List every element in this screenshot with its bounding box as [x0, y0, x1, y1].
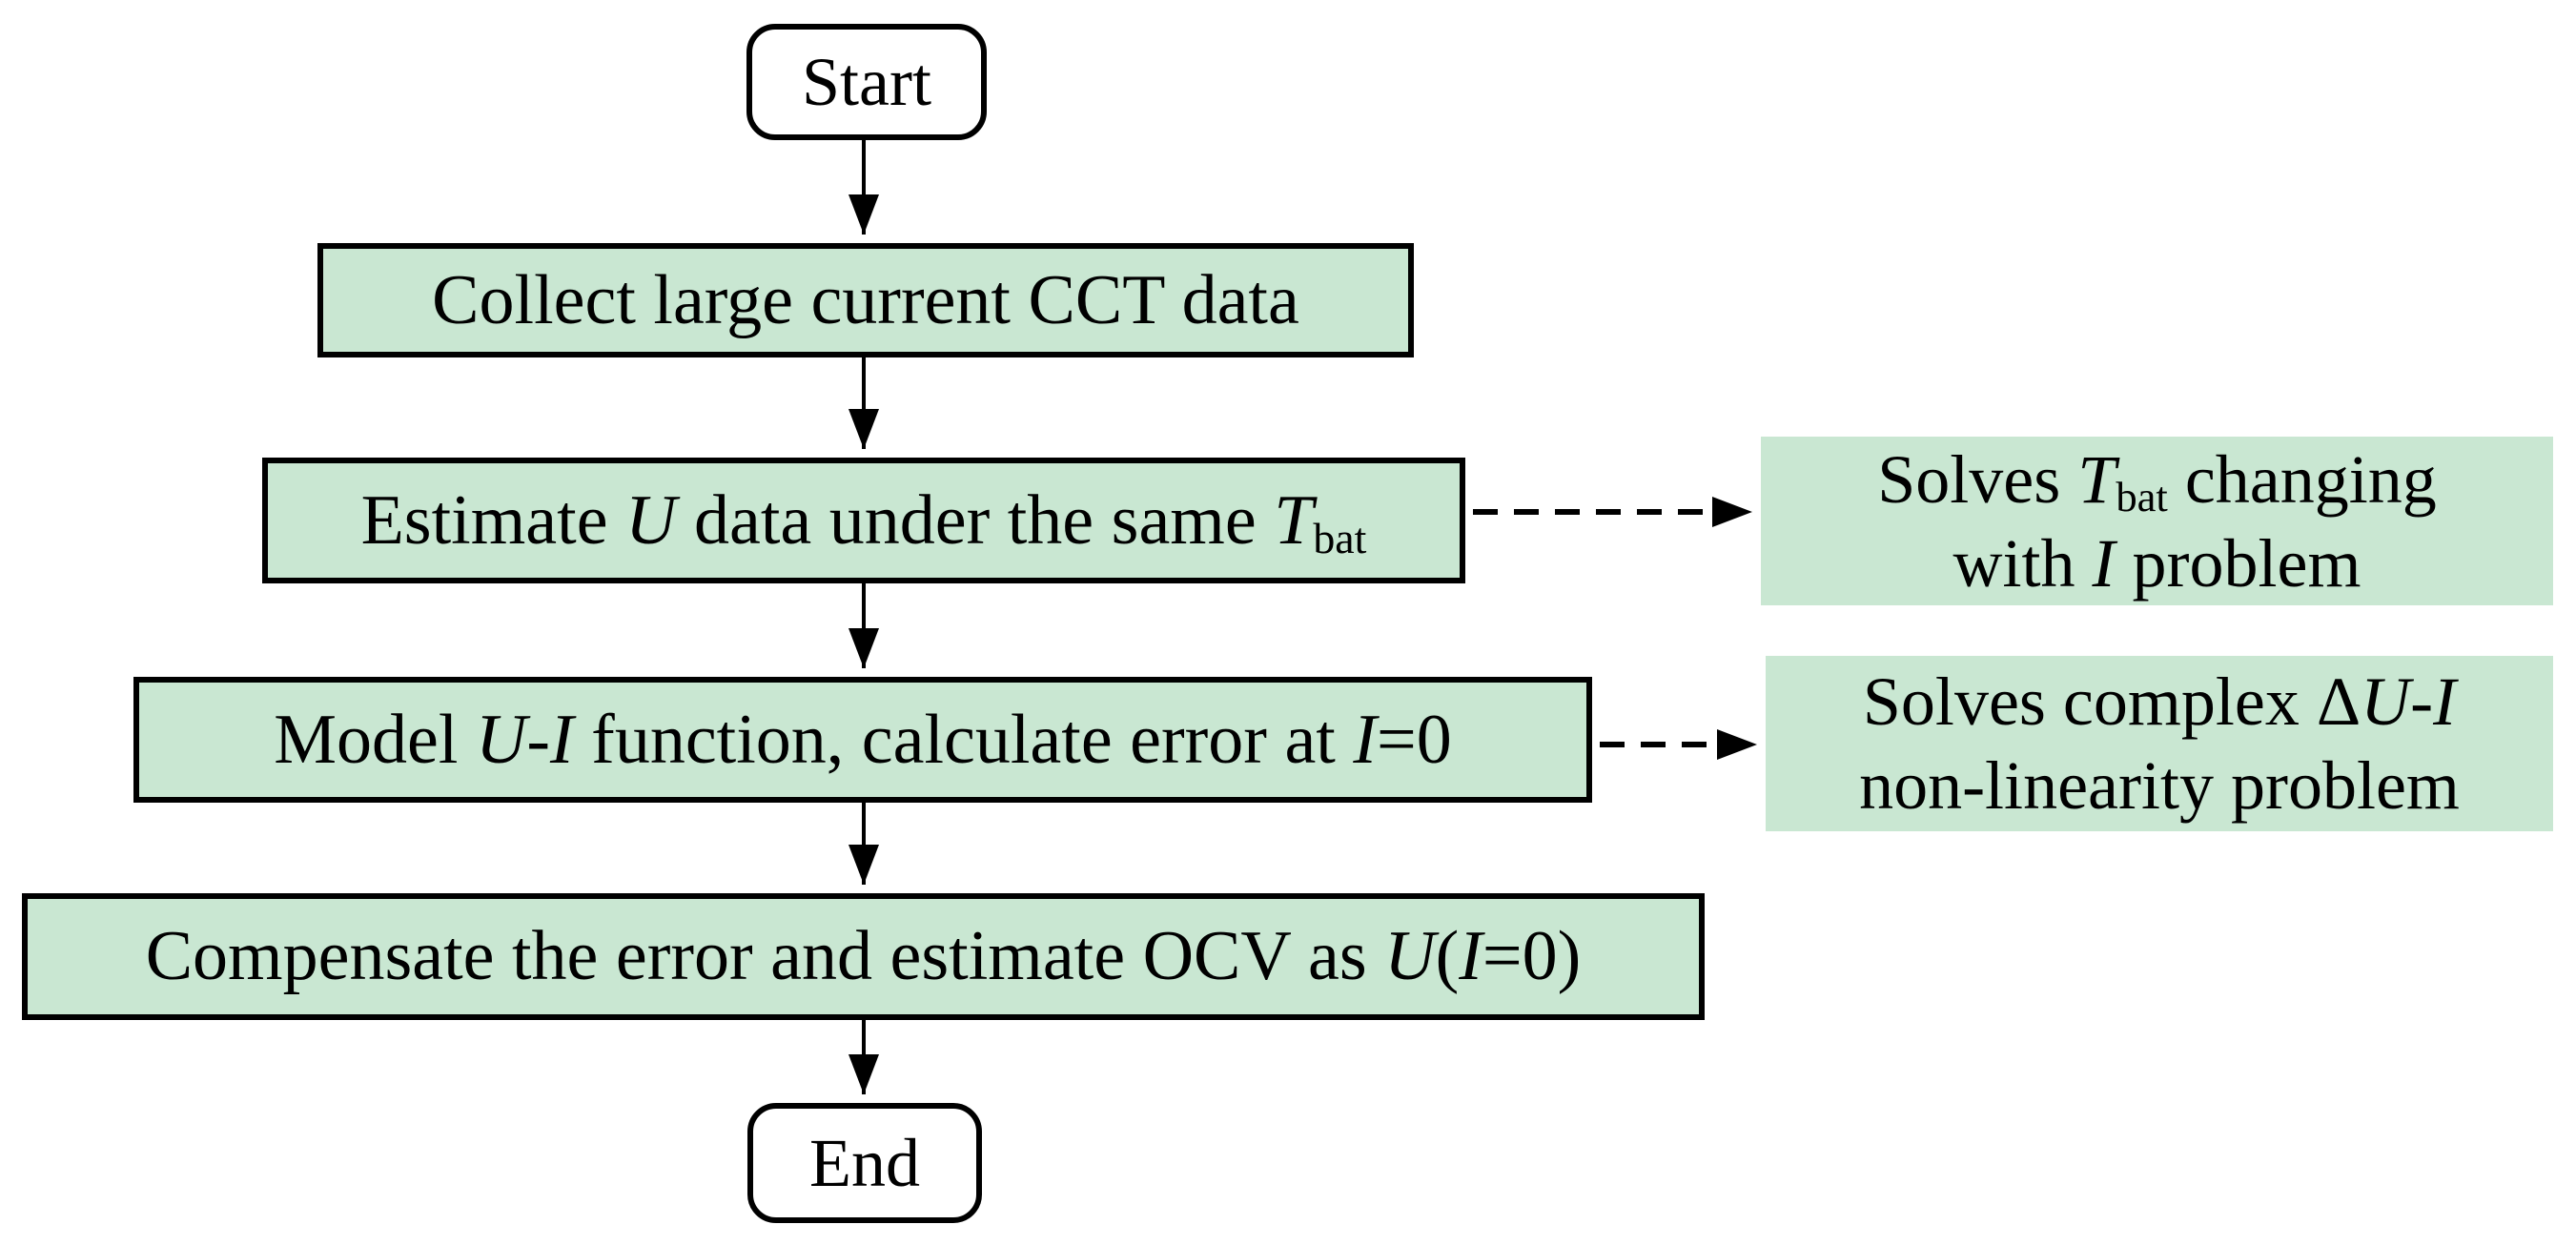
annotation-tbat-line1: Solves Tbat changing: [1877, 440, 2437, 521]
node-end: End: [747, 1103, 982, 1223]
node-end-label: End: [809, 1124, 920, 1201]
node-model-ui-function: Model U-I function, calculate error at I…: [133, 677, 1592, 803]
annotation-tbat-changing: Solves Tbat changing with I problem: [1761, 437, 2553, 605]
node-start-label: Start: [802, 43, 931, 120]
annotation-tbat-line2: with I problem: [1952, 524, 2361, 602]
node-model-label: Model U-I function, calculate error at I…: [274, 700, 1452, 779]
annotation-nonlinearity: Solves complex ΔU-I non-linearity proble…: [1766, 656, 2553, 831]
node-estimate-u-data: Estimate U data under the same Tbat: [262, 458, 1465, 583]
node-estimate-label: Estimate U data under the same Tbat: [360, 480, 1367, 562]
node-collect-cct-data: Collect large current CCT data: [317, 243, 1414, 357]
node-start: Start: [746, 24, 987, 140]
node-compensate-error: Compensate the error and estimate OCV as…: [22, 893, 1705, 1020]
node-compensate-label: Compensate the error and estimate OCV as…: [145, 917, 1582, 995]
node-collect-label: Collect large current CCT data: [432, 260, 1299, 339]
annotation-nonlinearity-line2: non-linearity problem: [1859, 747, 2460, 824]
annotation-nonlinearity-line1: Solves complex ΔU-I: [1862, 663, 2457, 740]
